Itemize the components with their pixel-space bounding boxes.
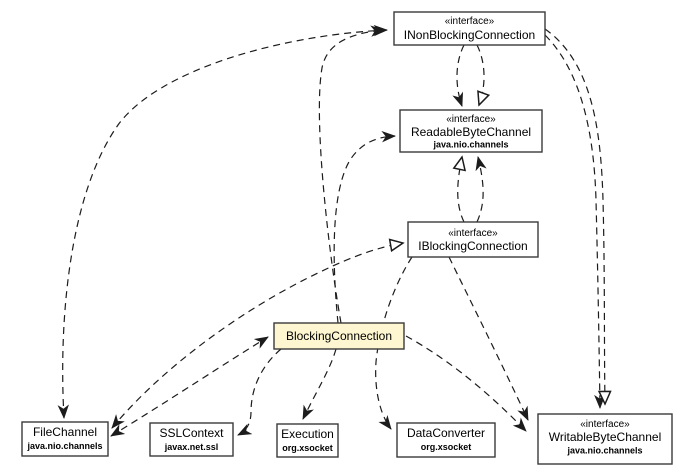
edge-iblocking-readable-realization (458, 157, 464, 223)
edge-inonblocking-readable-dependency (452, 44, 465, 107)
edge-inonblocking-writable-realization (544, 28, 605, 404)
stereotype-label: «interface» (445, 16, 495, 27)
edge-blocking-execution (302, 348, 337, 420)
node-box[interactable] (273, 322, 405, 350)
edge-layer (57, 24, 606, 437)
package-label: org.xsocket (282, 443, 333, 453)
node-dataconverter[interactable]: DataConverter org.xsocket (396, 422, 496, 458)
package-label: java.nio.channels (26, 441, 102, 451)
node-readablebytechannel[interactable]: «interface» ReadableByteChannel java.nio… (399, 109, 543, 153)
edge-blocking-writable (405, 335, 527, 432)
stereotype-label: «interface» (446, 114, 496, 125)
node-box[interactable] (21, 421, 109, 457)
node-execution[interactable]: Execution org.xsocket (276, 423, 339, 458)
edge-blocking-inonblocking (318, 25, 385, 324)
package-label: java.nio.channels (566, 446, 642, 456)
package-label: javax.net.ssl (164, 442, 219, 452)
package-label: java.nio.channels (432, 140, 508, 150)
node-box[interactable] (396, 422, 496, 458)
class-name: Execution (281, 427, 334, 441)
edge-blocking-readable (333, 131, 396, 324)
node-box[interactable] (149, 422, 234, 457)
class-name: ReadableByteChannel (411, 125, 531, 139)
edge-iblocking-writable (448, 256, 529, 421)
class-name: WritableByteChannel (549, 430, 662, 444)
class-name: BlockingConnection (286, 329, 392, 343)
node-sslcontext[interactable]: SSLContext javax.net.ssl (149, 422, 234, 457)
node-writablebytechannel[interactable]: «interface» WritableByteChannel java.nio… (537, 413, 673, 465)
class-name: FileChannel (33, 425, 97, 439)
node-box[interactable] (399, 109, 543, 153)
node-blockingconnection[interactable]: BlockingConnection (273, 322, 405, 350)
edge-iblocking-readable-dependency (475, 156, 487, 223)
node-box[interactable] (276, 423, 339, 458)
edge-blocking-sslcontext (237, 348, 282, 436)
node-box[interactable] (537, 413, 673, 465)
edge-blocking-filechannel (110, 336, 269, 437)
node-iblockingconnection[interactable]: «interface» IBlockingConnection (407, 221, 539, 258)
node-filechannel[interactable]: FileChannel java.nio.channels (21, 421, 109, 457)
class-name: INonBlockingConnection (404, 28, 535, 42)
stereotype-label: «interface» (580, 419, 630, 430)
edge-inonblocking-writable-dependency (544, 34, 606, 409)
edge-iblocking-dataconverter (375, 256, 413, 430)
class-name: IBlockingConnection (418, 239, 527, 253)
class-name: SSLContext (159, 426, 224, 440)
edge-inonblocking-readable-realization (476, 44, 484, 105)
stereotype-label: «interface» (448, 228, 498, 239)
package-label: org.xsocket (421, 442, 472, 452)
edge-inonblocking-filechannel (57, 24, 388, 419)
node-inonblockingconnection[interactable]: «interface» INonBlockingConnection (393, 11, 546, 46)
node-box[interactable] (393, 11, 546, 46)
edge-blocking-iblocking-realization (112, 243, 403, 428)
node-box[interactable] (407, 221, 539, 258)
class-name: DataConverter (407, 426, 485, 440)
